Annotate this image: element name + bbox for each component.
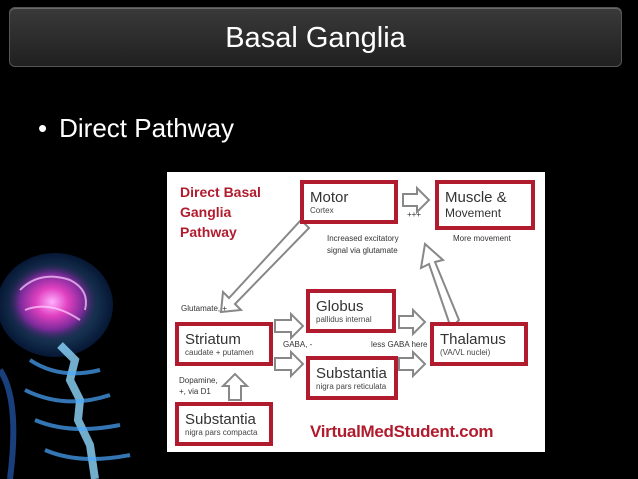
arrow-striatum-to-globus <box>274 311 305 341</box>
label-glutamate: Glutamate, + <box>181 304 228 313</box>
diagram-arrows <box>219 185 461 401</box>
box-sub: nigra pars reticulata <box>316 382 387 391</box>
box-sub: pallidus internal <box>316 315 372 324</box>
label-gaba: GABA, - <box>283 340 313 349</box>
box-main: Substantia <box>316 365 387 382</box>
box-main: Globus <box>316 298 364 315</box>
box-sub: Movement <box>445 206 502 220</box>
label-increased-excitatory: Increased excitatory <box>327 234 399 243</box>
arrow-globus-to-thalamus <box>398 307 427 337</box>
box-main: Substantia <box>185 411 256 428</box>
box-sub: nigra pars compacta <box>185 428 258 437</box>
box-sub: Cortex <box>310 206 334 215</box>
slide-title: Basal Ganglia <box>225 22 406 54</box>
box-striatum: Striatum caudate + putamen <box>175 322 273 366</box>
diagram-title: Direct Basal Ganglia Pathway <box>180 182 261 242</box>
label-signal-glutamate: signal via glutamate <box>327 246 398 255</box>
box-main: Motor <box>310 189 349 206</box>
brand-text: VirtualMedStudent.com <box>310 422 494 441</box>
box-main: Striatum <box>185 331 241 348</box>
label-less-gaba: less GABA here <box>371 340 428 349</box>
arrow-motor-to-striatum <box>219 218 311 314</box>
label-via-d1: +, via D1 <box>179 387 211 396</box>
box-thalamus: Thalamus (VA/VL nuclei) <box>430 322 528 366</box>
label-plus3: +++ <box>407 210 422 219</box>
box-muscle-movement: Muscle & Movement <box>435 180 535 230</box>
label-more-movement: More movement <box>453 234 511 243</box>
box-substantia-compacta: Substantia nigra pars compacta <box>175 402 273 446</box>
bullet-dot: • <box>38 113 48 143</box>
arrow-striatum-to-substantia-r <box>274 349 305 379</box>
box-globus-pallidus: Globus pallidus internal <box>306 289 396 333</box>
skeleton-brain-illustration <box>0 253 131 479</box>
label-dopamine: Dopamine, <box>179 376 218 385</box>
box-sub: (VA/VL nuclei) <box>440 348 491 357</box>
diagram-title-line: Pathway <box>180 224 237 240</box>
box-motor-cortex: Motor Cortex <box>300 180 398 224</box>
bullet-item: • Direct Pathway <box>38 113 234 144</box>
diagram-title-line: Direct Basal <box>180 184 261 200</box>
arrow-substantia-r-to-thalamus <box>398 349 427 379</box>
box-main: Thalamus <box>440 331 506 348</box>
bullet-text: Direct Pathway <box>59 113 234 143</box>
arrow-motor-to-muscle <box>402 185 431 215</box>
box-substantia-reticulata: Substantia nigra pars reticulata <box>306 356 398 400</box>
diagram-title-line: Ganglia <box>180 204 232 220</box>
title-bar: Basal Ganglia <box>9 7 622 67</box>
box-sub: caudate + putamen <box>185 348 254 357</box>
arrow-substantia-c-to-striatum <box>220 372 250 401</box>
arrow-thalamus-to-motor <box>419 242 461 330</box>
box-main: Muscle & <box>445 189 507 206</box>
direct-pathway-diagram: Direct Basal Ganglia Pathway Motor Corte… <box>167 172 545 452</box>
